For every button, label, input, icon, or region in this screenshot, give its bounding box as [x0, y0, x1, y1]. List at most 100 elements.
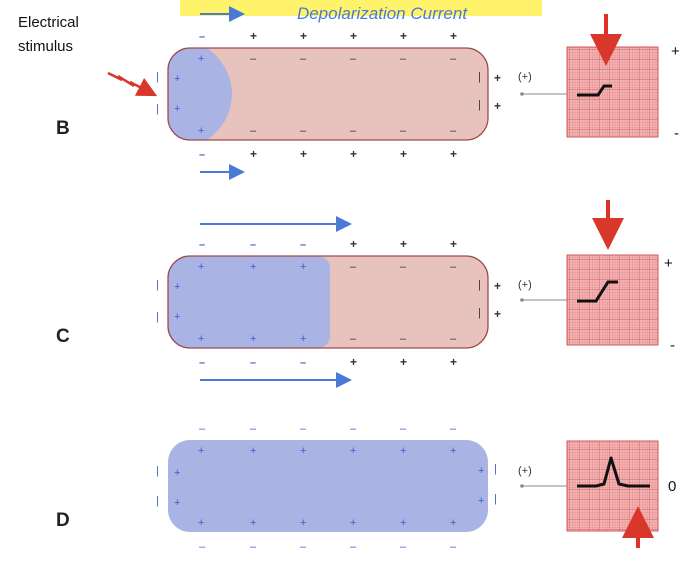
svg-text:+: +	[250, 261, 256, 273]
electrode-b-label: (+)	[518, 71, 532, 83]
svg-text:+: +	[478, 465, 484, 477]
svg-text:–: –	[450, 125, 457, 137]
cell-c-outer-top-charges: ––– +++	[199, 237, 457, 251]
svg-text:–: –	[400, 333, 407, 345]
svg-text:–: –	[300, 239, 306, 251]
stimulus-label-line1: Electrical	[18, 14, 79, 31]
cell-d-inner-bottom-charges: ++++++	[198, 517, 456, 529]
panel-d-label: D	[56, 510, 70, 531]
svg-text:–: –	[350, 53, 357, 65]
svg-text:–: –	[300, 423, 307, 435]
electrode-c-label: (+)	[518, 279, 532, 291]
cell-d-outer-bottom-charges: ––––––	[199, 541, 457, 553]
svg-text:+: +	[174, 467, 180, 479]
svg-text:+: +	[198, 333, 204, 345]
cell-c-depolarized	[168, 256, 330, 348]
cell-b-outer-bottom-charges: – +++++	[199, 147, 457, 161]
svg-text:+: +	[250, 147, 257, 161]
ecg-b-positive: +	[671, 43, 680, 60]
cell-b-side-charges: || ++ || ++	[156, 71, 501, 115]
svg-text:–: –	[199, 357, 205, 369]
svg-text:|: |	[478, 307, 481, 319]
svg-text:–: –	[450, 333, 457, 345]
svg-text:+: +	[350, 355, 357, 369]
svg-text:+: +	[450, 517, 456, 529]
cell-c-membrane	[167, 255, 489, 349]
svg-text:+: +	[300, 261, 306, 273]
svg-text:+: +	[494, 71, 501, 85]
svg-text:–: –	[250, 239, 256, 251]
svg-text:+: +	[350, 517, 356, 529]
svg-text:+: +	[300, 29, 307, 43]
svg-text:+: +	[450, 237, 457, 251]
svg-text:|: |	[478, 279, 481, 291]
cell-d-depolarized	[168, 440, 488, 532]
svg-text:+: +	[174, 311, 180, 323]
svg-text:–: –	[350, 423, 357, 435]
svg-text:+: +	[350, 237, 357, 251]
svg-text:|: |	[156, 495, 159, 507]
svg-text:–: –	[450, 261, 457, 273]
svg-text:–: –	[450, 423, 457, 435]
svg-text:+: +	[250, 333, 256, 345]
svg-text:+: +	[350, 29, 357, 43]
ecg-b-grid	[566, 46, 659, 138]
svg-text:–: –	[250, 357, 256, 369]
svg-text:+: +	[250, 517, 256, 529]
svg-text:|: |	[156, 465, 159, 477]
svg-text:+: +	[300, 333, 306, 345]
svg-text:–: –	[300, 53, 307, 65]
cell-b-depolarized	[168, 48, 232, 140]
svg-text:–: –	[199, 239, 205, 251]
svg-text:+: +	[400, 517, 406, 529]
cell-c-outer-bottom-charges: ––– +++	[199, 355, 457, 369]
svg-text:–: –	[400, 423, 407, 435]
cell-d-inner-top-charges: ++++++	[198, 445, 456, 457]
svg-text:+: +	[450, 147, 457, 161]
diagram-title: Depolarization Current	[297, 4, 468, 23]
svg-text:–: –	[350, 261, 357, 273]
svg-text:+: +	[478, 495, 484, 507]
svg-text:|: |	[478, 99, 481, 111]
svg-text:–: –	[199, 423, 206, 435]
cell-c-inner-top-charges: +++ –––	[198, 261, 457, 273]
panel-d: D –––––– ++++++ ++++++ –––––– || ++ ++ |…	[56, 423, 676, 553]
svg-text:|: |	[494, 463, 497, 475]
electrode-b-dot	[520, 92, 524, 96]
svg-text:–: –	[400, 53, 407, 65]
svg-text:+: +	[198, 53, 204, 65]
svg-text:+: +	[198, 445, 204, 457]
svg-text:|: |	[156, 279, 159, 291]
svg-text:+: +	[350, 445, 356, 457]
electrode-c-dot	[520, 298, 524, 302]
svg-text:+: +	[174, 281, 180, 293]
svg-text:–: –	[199, 149, 205, 161]
svg-text:+: +	[300, 445, 306, 457]
ecg-c-positive: +	[664, 255, 673, 272]
panel-b: B – +++++ + ––––– + ––––– – +++++ || ++ …	[56, 14, 680, 180]
svg-text:+: +	[174, 497, 180, 509]
svg-text:+: +	[174, 73, 180, 85]
cell-b-membrane	[167, 47, 489, 141]
svg-text:–: –	[199, 541, 206, 553]
svg-text:|: |	[156, 71, 159, 83]
cell-d-outer-top-charges: ––––––	[199, 423, 457, 435]
cell-b-inner-bottom-charges: + –––––	[198, 125, 457, 137]
svg-text:|: |	[478, 71, 481, 83]
panel-c-label: C	[56, 326, 70, 347]
svg-text:+: +	[198, 261, 204, 273]
electrode-d-label: (+)	[518, 465, 532, 477]
svg-text:|: |	[156, 103, 159, 115]
stimulus-lightning-icon	[107, 71, 158, 97]
svg-text:+: +	[494, 307, 501, 321]
cell-b-inner-top-charges: + –––––	[198, 53, 457, 65]
svg-text:+: +	[350, 147, 357, 161]
stimulus-label-line2: stimulus	[18, 38, 73, 55]
ecg-c-trace	[577, 280, 618, 303]
svg-text:+: +	[450, 445, 456, 457]
svg-text:–: –	[250, 125, 257, 137]
cell-d-side-charges: || ++ ++ ||	[156, 463, 497, 509]
ecg-b-trace	[577, 84, 612, 97]
svg-text:–: –	[300, 541, 307, 553]
